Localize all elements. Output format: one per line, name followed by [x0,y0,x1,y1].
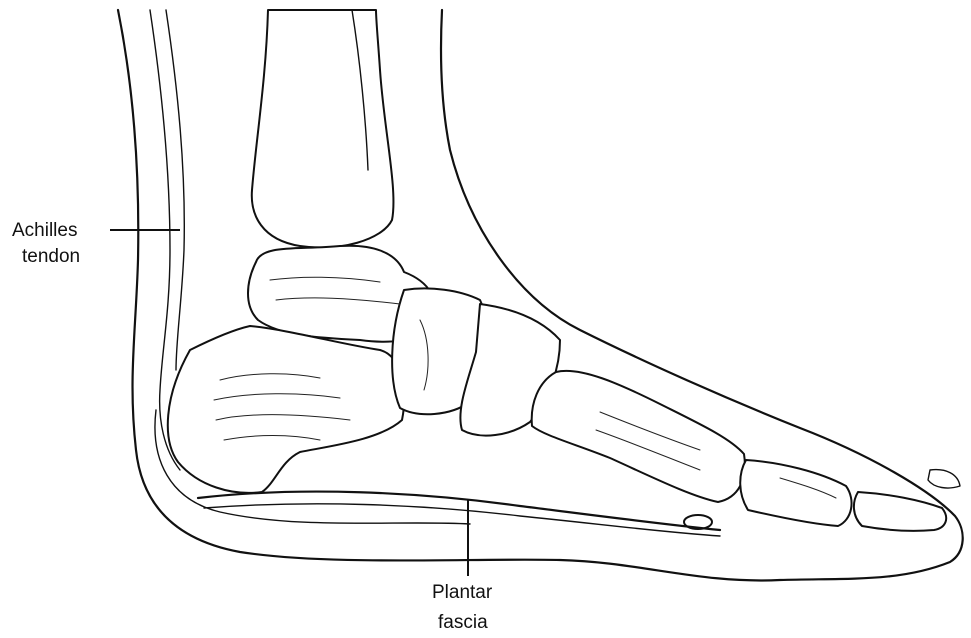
toenail [928,470,960,488]
metatarsal-bone [532,371,745,502]
achilles-label-line1: Achilles [12,220,77,241]
proximal-phalanx [740,460,851,526]
plantar-label-line2: fascia [438,612,488,633]
plantar-label-line1: Plantar [432,582,493,603]
plantar-fascia-band [198,492,720,530]
calcaneus-bone [168,326,404,493]
tibia-shaft [252,10,394,248]
plantar-fascia-band-lower [204,504,720,536]
achilles-label-line2: tendon [22,246,80,267]
